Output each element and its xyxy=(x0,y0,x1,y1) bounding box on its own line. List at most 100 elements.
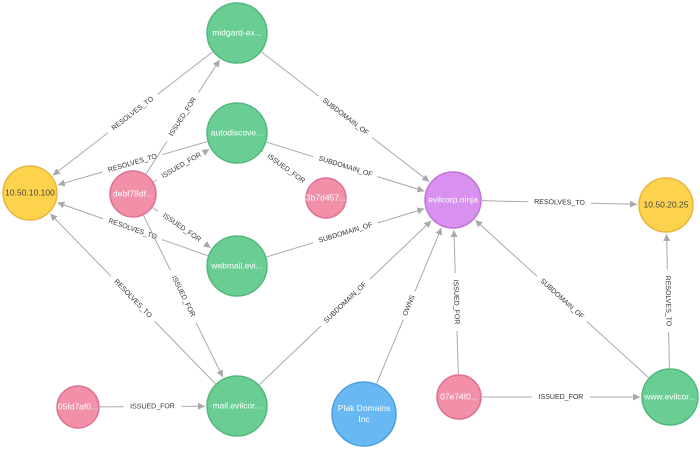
domain-node-circle[interactable] xyxy=(424,171,482,229)
edge-arrow-segment xyxy=(474,219,538,277)
edge-label: RESOLVES_TO xyxy=(664,276,672,327)
host-node-midgard[interactable]: midgard-ex... xyxy=(206,2,268,64)
edge-label: ISSUED_FOR xyxy=(161,212,202,243)
node-label: evilcorp.ninja xyxy=(428,194,478,204)
edge-issued-for-cert3-mail[interactable]: ISSUED_FOR xyxy=(99,402,206,411)
edge-arrow-segment xyxy=(377,207,425,224)
edge-subdomain-of-autodisc-domain[interactable]: SUBDOMAIN_OF xyxy=(266,141,425,193)
host-node-webmail[interactable]: webmail.evi... xyxy=(206,235,268,297)
edge-arrow-segment xyxy=(202,240,211,249)
edge-arrow-segment xyxy=(57,201,104,220)
edge-arrow-segment xyxy=(201,148,210,156)
host-node-mail[interactable]: mail.evilcor... xyxy=(206,375,268,437)
edge-line-segment xyxy=(145,140,168,175)
cert-node-05fd7af0[interactable]: 05fd7af0... xyxy=(56,385,100,429)
node-label: 10.50.20.25 xyxy=(644,199,689,209)
edge-arrow-segment xyxy=(377,176,425,193)
domain-node-evilcorp-ninja[interactable]: evilcorp.ninja xyxy=(424,171,482,229)
edge-line-segment xyxy=(259,325,322,385)
edge-line-segment xyxy=(266,242,314,258)
edge-line-segment xyxy=(456,330,459,375)
host-node-circle[interactable] xyxy=(206,235,268,297)
ip-node-10-50-20-25[interactable]: 10.50.20.25 xyxy=(638,177,694,233)
edge-arrow-segment xyxy=(450,229,458,274)
edge-line-segment xyxy=(161,239,208,257)
edge-resolves-to-domain-ip2[interactable]: RESOLVES_TO xyxy=(481,199,638,208)
cert-node-circle[interactable] xyxy=(109,170,157,218)
node-label: mail.evilcor... xyxy=(212,400,261,410)
edge-label: RESOLVES_TO xyxy=(534,199,585,207)
edge-label: ISSUED_FOR xyxy=(170,275,196,318)
cert-node-circle[interactable] xyxy=(56,385,100,429)
edge-resolves-to-www-ip2[interactable]: RESOLVES_TO xyxy=(663,233,672,369)
edge-resolves-to-mail-ip1[interactable]: RESOLVES_TO xyxy=(49,213,216,385)
edge-line-segment xyxy=(668,332,670,369)
edge-issued-for-cert2-autodisc[interactable]: ISSUED_FOR xyxy=(255,144,310,187)
edge-subdomain-of-www-domain[interactable]: SUBDOMAIN_OF xyxy=(474,219,649,378)
edge-line-segment xyxy=(154,320,216,385)
edges-layer: RESOLVES_TO RESOLVES_TO RESOLVES_TO RESOLVE… xyxy=(49,51,672,411)
node-label: 07e74f0... xyxy=(440,391,478,401)
host-node-autodiscover[interactable]: autodiscove... xyxy=(206,102,268,164)
edge-label: RESOLVES_TO xyxy=(111,95,156,132)
edge-subdomain-of-mail-domain[interactable]: SUBDOMAIN_OF xyxy=(259,220,432,385)
edge-arrow-segment xyxy=(57,171,103,187)
ip-node-circle[interactable] xyxy=(638,177,694,233)
edge-issued-for-cert4-www[interactable]: ISSUED_FOR xyxy=(482,393,640,401)
edge-arrow-segment xyxy=(195,322,224,378)
edge-label: ISSUED_FOR xyxy=(161,151,203,180)
edge-arrow-segment xyxy=(52,132,109,176)
edge-subdomain-of-midgard-domain[interactable]: SUBDOMAIN_OF xyxy=(261,51,430,183)
edge-line-segment xyxy=(152,207,159,212)
edge-label: SUBDOMAIN_OF xyxy=(323,281,368,325)
edge-label: SUBDOMAIN_OF xyxy=(321,97,370,137)
node-label: 3b7d457... xyxy=(306,192,346,202)
edge-label: ISSUED_FOR xyxy=(266,153,306,185)
node-label: 05fd7af0... xyxy=(58,401,98,411)
cert-node-circle[interactable] xyxy=(305,177,347,219)
edge-label: SUBDOMAIN_OF xyxy=(318,222,374,245)
edge-label: ISSUED_FOR xyxy=(130,403,175,410)
org-node-circle[interactable] xyxy=(331,381,397,447)
edge-issued-for-cert1-mail[interactable]: ISSUED_FOR xyxy=(143,215,224,378)
edge-label: SUBDOMAIN_OF xyxy=(539,278,585,321)
ip-node-10-50-10-100[interactable]: 10.50.10.100 xyxy=(2,165,58,221)
host-node-circle[interactable] xyxy=(206,375,268,437)
edge-label: RESOLVES_TO xyxy=(112,278,153,320)
host-node-www[interactable]: www.evilcor... xyxy=(641,368,699,426)
edge-label: OWNS xyxy=(402,294,417,317)
edge-owns-org-domain[interactable]: OWNS xyxy=(376,227,443,384)
host-node-circle[interactable] xyxy=(641,368,699,426)
cert-node-debf78df[interactable]: debf78df... xyxy=(109,170,157,218)
edge-issued-for-cert4-domain[interactable]: ISSUED_FOR xyxy=(450,229,460,375)
node-label: debf78df... xyxy=(113,188,153,198)
edge-arrow-segment xyxy=(590,200,638,208)
edge-label: ISSUED_FOR xyxy=(168,96,198,137)
edge-arrow-segment xyxy=(49,213,112,277)
edge-arrow-segment xyxy=(198,59,221,93)
node-label: midgard-ex... xyxy=(212,27,262,37)
edge-label: SUBDOMAIN_OF xyxy=(318,155,374,178)
edge-issued-for-cert1-webmail[interactable]: ISSUED_FOR xyxy=(152,207,211,249)
node-label: www.evilcor... xyxy=(643,391,696,401)
edge-line-segment xyxy=(586,321,649,378)
cert-node-3b7d457[interactable]: 3b7d457... xyxy=(305,177,347,219)
edge-arrow-segment xyxy=(414,227,443,292)
edge-line-segment xyxy=(143,215,171,271)
edge-line-segment xyxy=(157,51,213,95)
ip-node-circle[interactable] xyxy=(2,165,58,221)
edge-issued-for-cert1-midgard[interactable]: ISSUED_FOR xyxy=(145,59,221,175)
edge-arrow-segment xyxy=(369,220,432,280)
edge-line-segment xyxy=(162,141,208,156)
cert-node-07e74f0[interactable]: 07e74f0... xyxy=(436,374,482,420)
host-node-circle[interactable] xyxy=(206,2,268,64)
host-node-circle[interactable] xyxy=(206,102,268,164)
node-label: autodiscove... xyxy=(211,127,263,137)
edge-issued-for-cert1-autodisc[interactable]: ISSUED_FOR xyxy=(153,148,210,183)
cert-node-circle[interactable] xyxy=(436,374,482,420)
edge-label: ISSUED_FOR xyxy=(539,394,584,401)
node-label: 10.50.10.100 xyxy=(5,187,55,197)
